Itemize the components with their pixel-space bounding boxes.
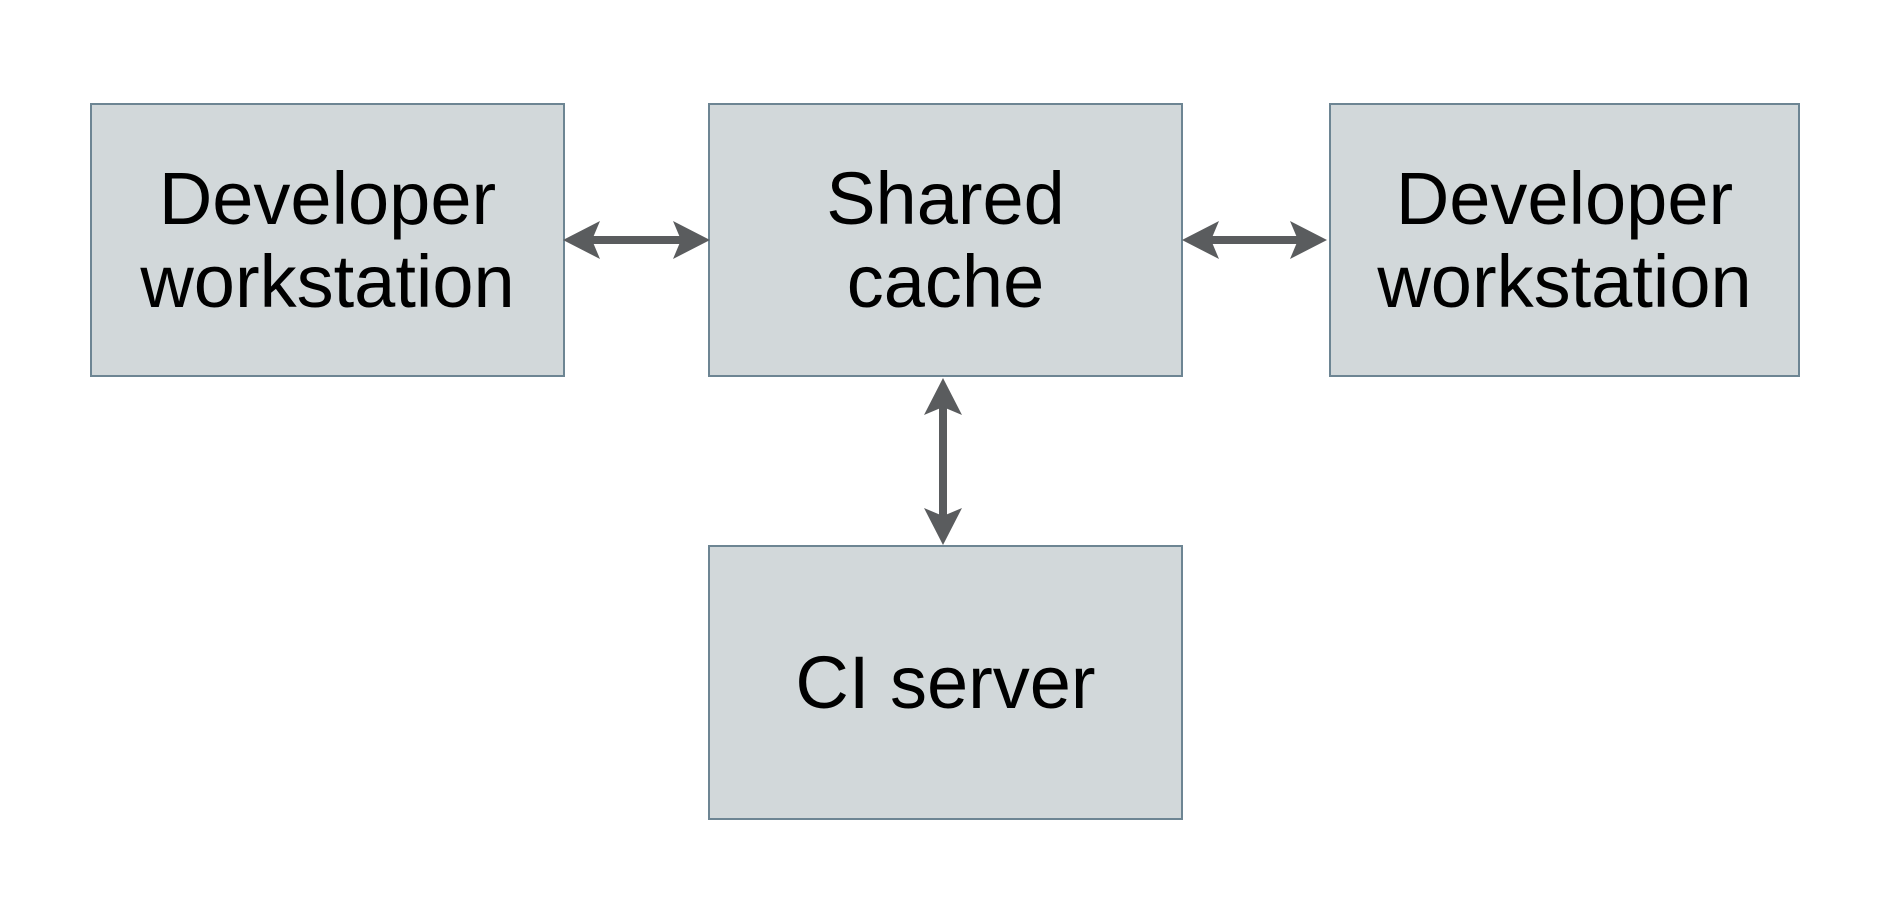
node-label: Developer workstation xyxy=(1377,157,1752,323)
node-developer-workstation-right: Developer workstation xyxy=(1329,103,1800,377)
node-shared-cache: Shared cache xyxy=(708,103,1183,377)
node-label: Shared cache xyxy=(826,157,1065,323)
bidirectional-arrow-icon xyxy=(563,221,710,259)
node-label: Developer workstation xyxy=(140,157,515,323)
node-ci-server: CI server xyxy=(708,545,1183,820)
bidirectional-arrow-icon xyxy=(924,378,962,545)
node-developer-workstation-left: Developer workstation xyxy=(90,103,565,377)
bidirectional-arrow-icon xyxy=(1182,221,1327,259)
node-label: CI server xyxy=(795,641,1096,724)
